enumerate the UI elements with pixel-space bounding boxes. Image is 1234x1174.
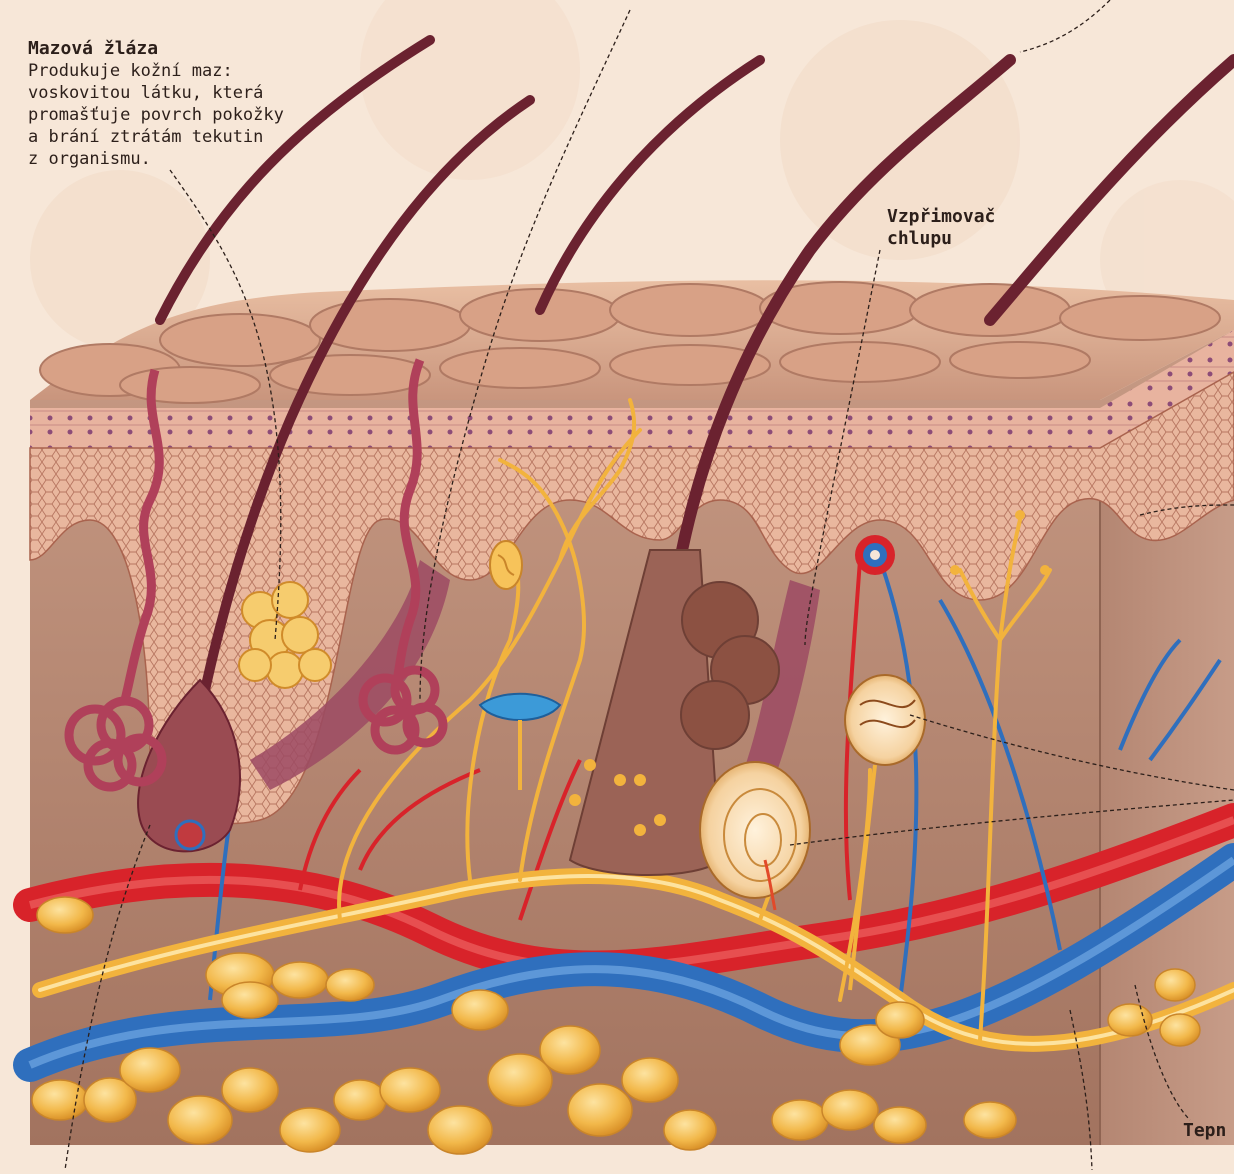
red-corpuscle <box>855 535 895 575</box>
arrector-pili-title: Vzpřimovač chlupu <box>887 206 1047 250</box>
artery-title: Tepn <box>1183 1120 1234 1142</box>
sebaceous-gland-label: Mazová žláza Produkuje kožní maz: voskov… <box>28 38 328 170</box>
skin-surface <box>30 280 1234 403</box>
sebaceous-gland-description: Produkuje kožní maz: voskovitou látku, k… <box>28 60 328 170</box>
arrector-pili-label: Vzpřimovač chlupu <box>887 206 1047 250</box>
sebaceous-gland-title: Mazová žláza <box>28 38 328 60</box>
artery-label: Tepn <box>1183 1120 1234 1142</box>
meissner-corpuscle <box>490 541 522 589</box>
